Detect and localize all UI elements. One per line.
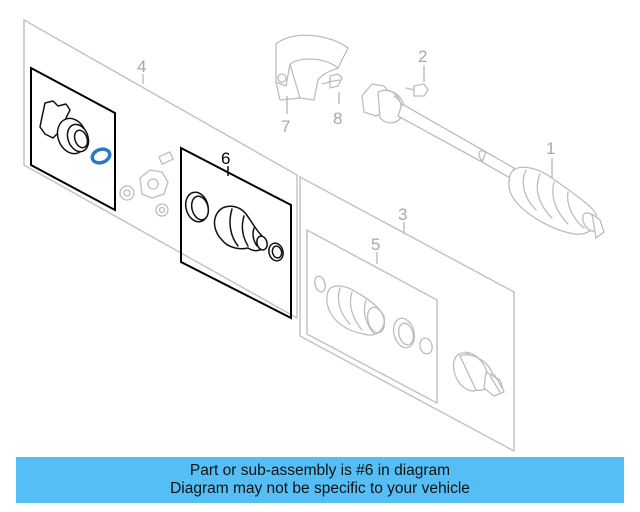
callout-1[interactable]: 1 (546, 139, 555, 158)
tripod-ghost-parts (119, 151, 174, 217)
assembly-3-outline (299, 175, 515, 453)
callout-5[interactable]: 5 (371, 235, 380, 254)
inner-joint-box (30, 66, 116, 212)
outer-cv-joint (452, 351, 505, 397)
callout-4[interactable]: 4 (137, 57, 146, 76)
callout-3[interactable]: 3 (398, 205, 407, 224)
callout-7[interactable]: 7 (281, 117, 290, 136)
boot-kit-box-6 (180, 146, 292, 320)
boot-kit-parts[interactable] (182, 190, 285, 263)
banner-line-2: Diagram may not be specific to your vehi… (170, 480, 470, 497)
banner-line-1: Part or sub-assembly is #6 in diagram (189, 462, 451, 479)
parts-diagram: 4 6 (23, 18, 605, 453)
callout-6[interactable]: 6 (221, 149, 230, 168)
heat-shield-bracket[interactable] (275, 34, 349, 101)
assembly-4-outline (23, 18, 298, 320)
axle-shaft[interactable] (361, 83, 605, 239)
callout-8[interactable]: 8 (333, 109, 342, 128)
info-banner: Part or sub-assembly is #6 in diagram Di… (16, 457, 624, 503)
bolt-8[interactable] (321, 73, 343, 89)
callout-2[interactable]: 2 (418, 47, 427, 66)
inner-joint-housing[interactable] (39, 100, 92, 158)
bolt-2[interactable] (405, 83, 429, 97)
highlighted-circlip-ring[interactable] (90, 147, 112, 165)
assembly-5-outline (306, 228, 438, 405)
assembly-5-parts (314, 275, 433, 355)
